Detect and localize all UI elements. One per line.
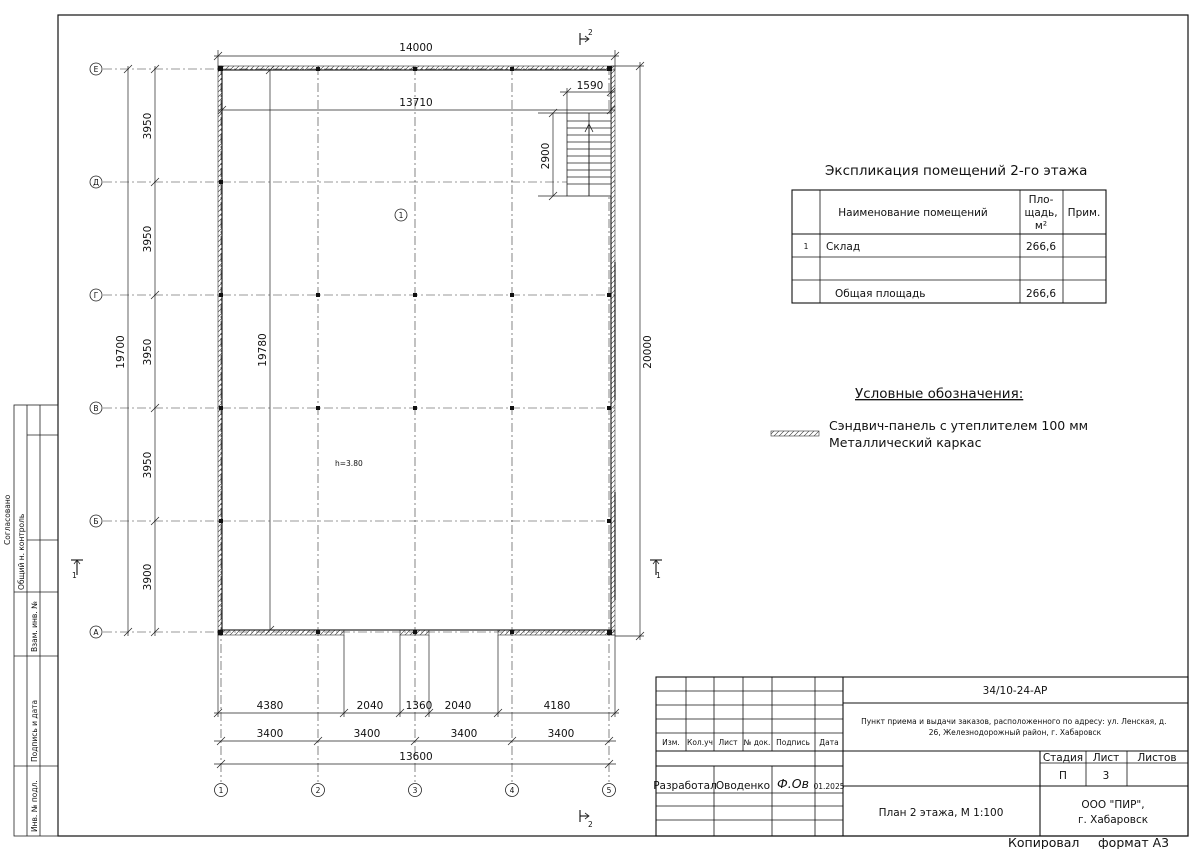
sheet-value: 3 [1103,770,1110,782]
side-general-control-label: Общий н. контроль [17,514,26,590]
head-izm: Изм. [662,738,680,747]
section-label-top: 2 [588,28,593,37]
dim-inner-width: 13710 [399,97,432,109]
dim-row-span: 3950 [142,339,154,366]
explication-total-label: Общая площадь [835,288,926,300]
dim-span: 3400 [451,728,478,740]
explication-header-note: Прим. [1068,207,1101,219]
axis-label-row: Г [94,291,99,300]
axis-label-col: 1 [219,786,224,795]
floor-plan: 14000 13710 1590 2900 19700 19780 20000 … [71,28,662,829]
side-sign-date-label: Подпись и дата [30,700,39,762]
footer-copied: Копировал [1008,835,1079,849]
explication-table [791,189,1107,304]
explication-title: Экспликация помещений 2-го этажа [825,163,1087,179]
dim-opening: 4180 [544,700,571,712]
head-list: Лист [718,738,738,747]
head-date: Дата [819,738,838,747]
stage-value: П [1059,770,1067,782]
axis-label-col: 3 [413,786,418,795]
section-label-left: 1 [72,571,77,580]
sandwich-panel-legend-swatch [770,430,820,437]
col-axis-markers [214,783,616,797]
title-block [655,676,1189,837]
axis-label-col: 4 [510,786,515,795]
row-axis-markers [89,62,103,639]
axis-label-col: 5 [607,786,612,795]
legend-line-2: Металлический каркас [829,435,982,450]
dim-row-span: 3950 [142,113,154,140]
dim-bottom-total: 13600 [399,751,432,763]
side-replace-inv-label: Взам. инв. № [30,601,39,652]
dim-span: 3400 [257,728,284,740]
dim-span: 3400 [548,728,575,740]
section-mark-left [71,559,83,575]
dim-opening: 4380 [257,700,284,712]
dim-span: 3400 [354,728,381,740]
dim-inner-length: 19780 [257,333,269,366]
explication-total-area: 266,6 [1026,288,1056,300]
dim-right-total: 20000 [642,335,654,368]
legend-title: Условные обозначения: [855,386,1023,402]
axis-label-row: А [93,628,99,637]
head-kol: Кол.уч [687,738,713,747]
dim-stair-width: 1590 [577,80,604,92]
legend-line-1: Сэндвич-панель с утеплителем 100 мм [829,418,1088,433]
dim-stair-length: 2900 [540,143,552,170]
axis-label-row: В [93,404,98,413]
footer-format: формат А3 [1098,835,1169,849]
developer-name: Оводенко [716,780,770,792]
project-title-line: Пункт приема и выдачи заказов, расположе… [861,717,1169,737]
org-line-1: ООО "ПИР", [1081,799,1144,811]
axis-label-row: Б [93,517,98,526]
section-mark-right [650,559,662,575]
sheet-label: Лист [1093,752,1120,764]
dim-top-total: 14000 [399,42,432,54]
axis-label-row: Д [93,178,99,187]
dim-left-total: 19700 [115,335,127,368]
sheets-label: Листов [1137,752,1176,764]
section-label-right: 1 [656,571,661,580]
head-sign: Подпись [776,738,810,747]
section-label-bottom: 2 [588,820,593,829]
stage-label: Стадия [1043,752,1083,764]
explication-row-num: 1 [804,242,809,251]
developer-signature: Ф.Ов [777,776,809,791]
explication-row-area: 266,6 [1026,241,1056,253]
section-mark-bottom [579,810,590,822]
dim-opening: 1360 [406,700,433,712]
dim-row-span: 3950 [142,452,154,479]
room-number: 1 [399,211,404,220]
axis-label-row: Е [94,65,99,74]
room-number-marker [394,208,408,222]
dim-row-span: 3950 [142,226,154,253]
side-stamp: Согласовано Общий н. контроль Взам. инв.… [3,404,59,837]
org-line-2: г. Хабаровск [1078,814,1148,826]
project-title-continued: 26, Железнодорожный район, г. Хабаровск [929,728,1102,737]
explication-header-area-1: Пло- [1029,194,1054,206]
explication-header-name: Наименование помещений [838,207,987,219]
sheet-title: План 2 этажа, М 1:100 [879,807,1004,819]
side-inv-orig-label: Инв. № подл. [30,780,39,832]
dimension-lines [123,50,645,769]
staircase [566,112,612,197]
side-agreed-label: Согласовано [3,494,12,545]
explication-header-area-3: м² [1035,220,1047,232]
dim-opening: 2040 [445,700,472,712]
developer-date: 01.2025 [813,782,844,791]
explication-row-name: Склад [826,241,860,253]
head-ndoc: № док. [744,738,771,747]
explication-header-area-2: щадь, [1024,207,1057,219]
doc-code: 34/10-24-АР [983,685,1048,697]
project-title: Пункт приема и выдачи заказов, расположе… [861,717,1166,726]
section-mark-top [579,33,590,45]
dim-opening: 2040 [357,700,384,712]
dim-row-span: 3900 [142,564,154,591]
axis-label-col: 2 [316,786,321,795]
developer-role: Разработал [653,780,717,792]
height-mark: h=3.80 [335,459,363,468]
